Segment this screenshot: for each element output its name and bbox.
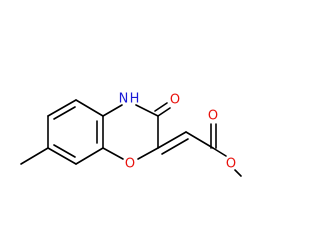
oxazinone-ring — [102, 104, 159, 160]
bond-c5-c6 — [47, 99, 77, 117]
bond-c7-c8 — [47, 147, 77, 165]
bond-c3-o-carbonyl-a — [157, 107, 171, 117]
molecule-structure: N H O O O O — [20, 92, 242, 177]
oxygen-ester-label: O — [226, 157, 236, 172]
nitrogen-nh-label: N H — [119, 92, 140, 107]
bond-o-ester-methyl — [234, 169, 242, 177]
oxygen-carbonyl-lactam-label: O — [170, 93, 180, 108]
bond-c5-c6-inner — [53, 106, 76, 120]
bond-c3-o-carbonyl-b — [154, 102, 168, 112]
bond-methyl — [20, 147, 49, 165]
bond-c2-cexo-a — [157, 131, 187, 149]
bond-c4a-c5 — [75, 99, 104, 117]
bond-n-c3 — [135, 104, 159, 117]
benzene-ring — [47, 99, 104, 165]
oxygen-ring-label: O — [125, 157, 135, 172]
bond-c8-c8a — [75, 147, 104, 165]
bond-c7-c8-inner — [53, 144, 76, 158]
bond-c4a-n — [102, 104, 123, 117]
bond-c2-o1 — [137, 147, 159, 160]
oxygen-carbonyl-ester-label: O — [208, 109, 218, 124]
bond-c2-cexo-b — [161, 138, 189, 155]
bond-cester-o-ester — [212, 147, 227, 157]
bond-cexo-cester — [185, 131, 214, 149]
bond-o1-c8a — [102, 147, 124, 160]
